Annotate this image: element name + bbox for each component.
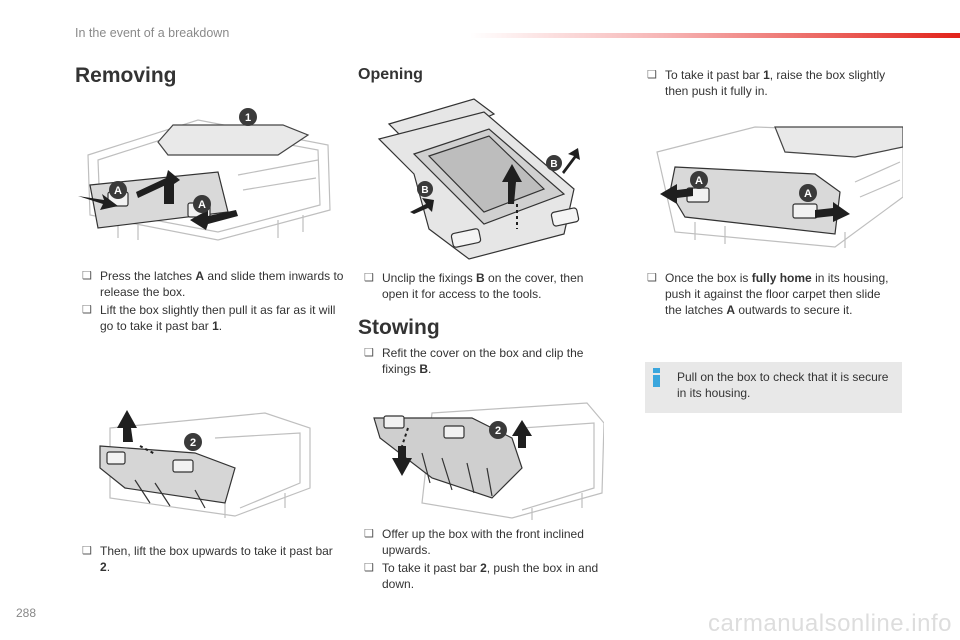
lift-box-illustration: 2 xyxy=(99,410,311,518)
opening-instructions: ❑ Unclip the fixings B on the cover, the… xyxy=(364,270,604,304)
list-item: ❑ Unclip the fixings B on the cover, the… xyxy=(364,271,584,301)
push-in-instructions: ❑ To take it past bar 1, raise the box s… xyxy=(647,67,897,101)
stowing-instructions: ❑ Refit the cover on the box and clip th… xyxy=(364,345,604,379)
bullet-icon: ❑ xyxy=(364,562,374,574)
latch-marker-a: A xyxy=(114,185,122,197)
bullet-icon: ❑ xyxy=(647,69,657,81)
latch-marker-a: A xyxy=(695,175,703,187)
info-icon xyxy=(653,368,660,387)
list-item: ❑ Refit the cover on the box and clip th… xyxy=(364,346,584,376)
bullet-icon: ❑ xyxy=(82,270,92,282)
list-item: ❑ To take it past bar 2, push the box in… xyxy=(364,561,599,591)
opening-title: Opening xyxy=(358,66,423,83)
section-header: In the event of a breakdown xyxy=(75,26,230,40)
list-item: ❑ Then, lift the box upwards to take it … xyxy=(82,544,333,574)
page-number: 288 xyxy=(16,606,37,620)
bullet-icon: ❑ xyxy=(364,272,374,284)
watermark: carmanualsonline.info xyxy=(708,610,952,637)
lift-box-instructions: ❑ Then, lift the box upwards to take it … xyxy=(82,543,344,577)
info-note-text: Pull on the box to check that it is secu… xyxy=(677,370,889,400)
secure-box-illustration: A A xyxy=(656,126,903,248)
list-item: ❑ Lift the box slightly then pull it as … xyxy=(82,303,336,333)
latch-marker-a: A xyxy=(198,199,206,211)
bar-marker-2: 2 xyxy=(495,425,501,437)
bullet-icon: ❑ xyxy=(364,347,374,359)
stowing-title: Stowing xyxy=(358,316,440,339)
list-item: ❑ Once the box is fully home in its hous… xyxy=(647,271,889,317)
removing-instructions: ❑ Press the latches A and slide them inw… xyxy=(82,268,344,336)
bar-marker-2: 2 xyxy=(190,437,196,449)
latch-marker-a: A xyxy=(804,188,812,200)
bullet-icon: ❑ xyxy=(82,304,92,316)
removing-illustration: A A 1 xyxy=(78,108,331,241)
stowing-illustration: 2 xyxy=(373,402,604,520)
opening-illustration: B B xyxy=(377,98,580,260)
bullet-icon: ❑ xyxy=(82,545,92,557)
info-note-box xyxy=(645,362,902,413)
fixing-marker-b: B xyxy=(550,159,557,170)
stowing-final-instructions: ❑ Offer up the box with the front inclin… xyxy=(364,526,608,594)
bar-marker-1: 1 xyxy=(245,112,251,124)
bullet-icon: ❑ xyxy=(647,272,657,284)
list-item: ❑ Offer up the box with the front inclin… xyxy=(364,527,584,557)
list-item: ❑ Press the latches A and slide them inw… xyxy=(82,269,344,299)
removing-title: Removing xyxy=(75,64,177,87)
bullet-icon: ❑ xyxy=(364,528,374,540)
list-item: ❑ To take it past bar 1, raise the box s… xyxy=(647,68,886,98)
fixing-marker-b: B xyxy=(421,185,428,196)
header-accent-line xyxy=(470,33,960,38)
secure-box-instructions: ❑ Once the box is fully home in its hous… xyxy=(647,270,899,320)
